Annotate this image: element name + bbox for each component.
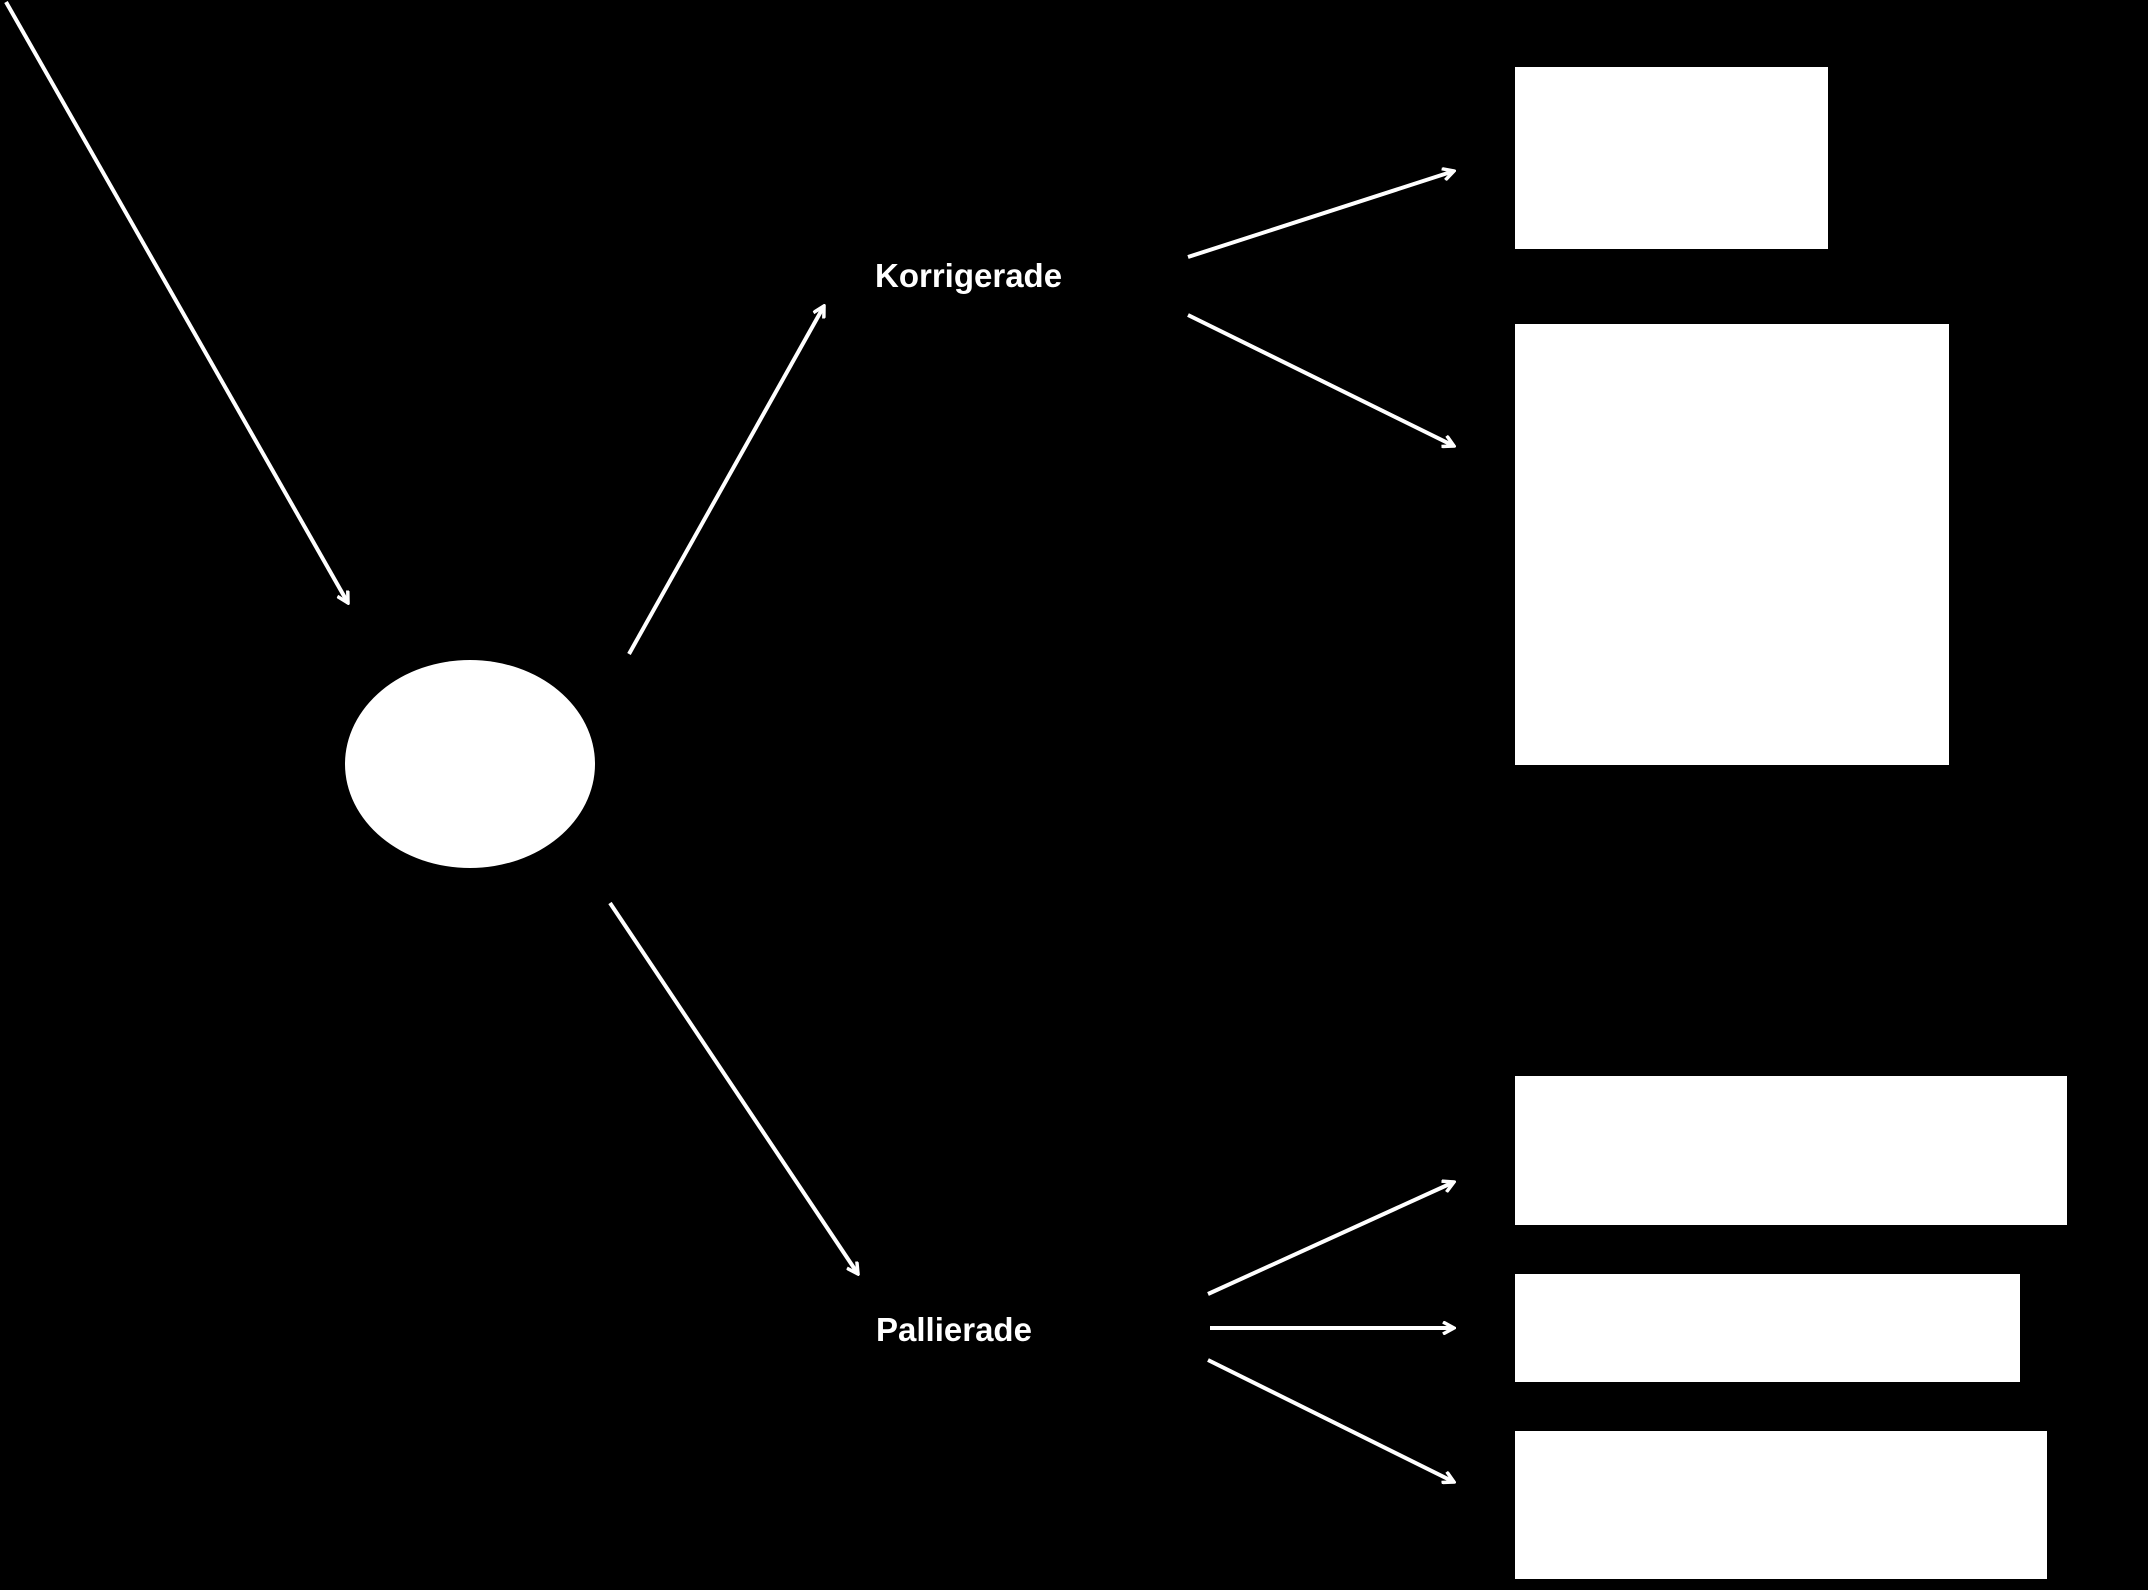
arrow-to-palliated — [608, 901, 858, 1274]
arrow-corrected-to-box-1 — [1187, 171, 1454, 259]
palliated-outcome-box-1 — [1515, 1076, 2067, 1225]
arrow-to-corrected — [627, 306, 824, 655]
arrow-corrected-to-box-2 — [1187, 313, 1454, 446]
corrected-outcome-box-2 — [1515, 324, 1949, 765]
palliated-outcome-box-2 — [1515, 1274, 2020, 1382]
corrected-label: Korrigerade — [875, 257, 1062, 294]
arrow-palliated-to-box-1 — [1207, 1182, 1454, 1296]
palliated-label: Pallierade — [876, 1311, 1032, 1348]
arrow-palliated-to-box-3 — [1207, 1358, 1454, 1482]
central-node — [345, 660, 595, 868]
palliated-outcome-box-3 — [1515, 1431, 2047, 1579]
incoming-arrow — [4, 1, 348, 603]
corrected-outcome-box-1 — [1515, 67, 1828, 249]
